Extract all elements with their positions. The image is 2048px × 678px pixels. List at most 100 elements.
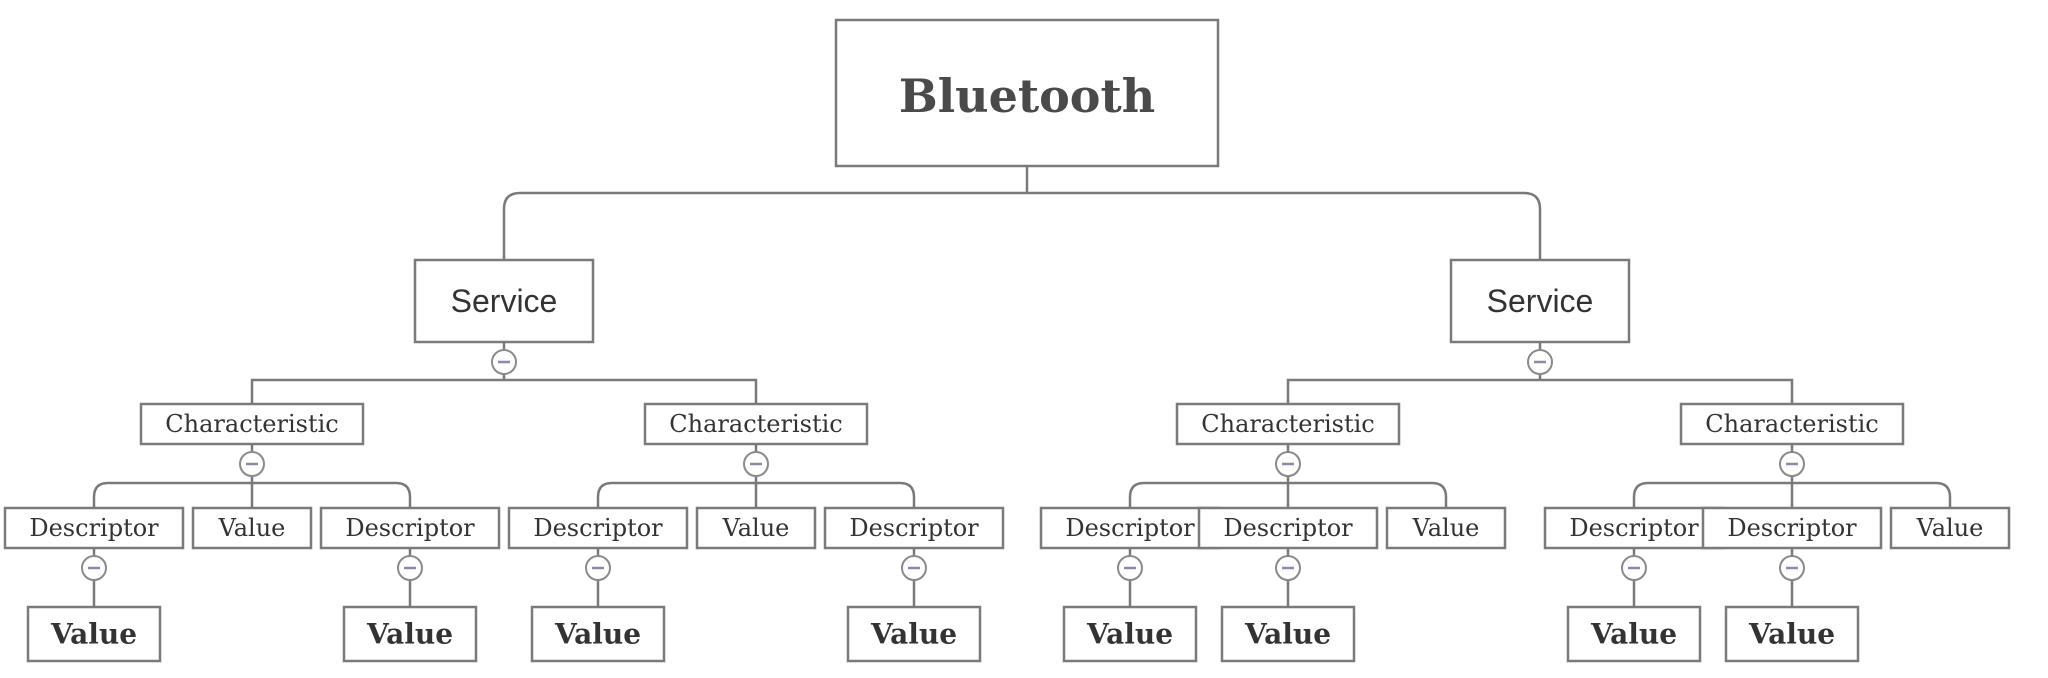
- collapse-toggles: [81, 349, 1805, 581]
- minus-circle-icon[interactable]: [491, 349, 517, 375]
- descriptor-node[interactable]: Descriptor: [823, 506, 1005, 550]
- descriptor-node[interactable]: Descriptor: [1543, 506, 1725, 550]
- characteristic-node[interactable]: Characteristic: [1679, 402, 1905, 446]
- descriptor-value-node[interactable]: Value: [846, 605, 982, 663]
- diagram-nodes: Bluetooth ServiceCharacteristicDescripto…: [3, 18, 2011, 663]
- descriptor-value-node[interactable]: Value: [530, 605, 666, 663]
- value-node-box: [1385, 506, 1507, 550]
- descriptor-value-node-label: Value: [1244, 618, 1331, 651]
- minus-circle-icon[interactable]: [743, 451, 769, 477]
- value-node-box: [1889, 506, 2011, 550]
- descriptor-value-node-box: [1566, 605, 1702, 663]
- descriptor-node-label: Descriptor: [1065, 514, 1195, 542]
- descriptor-value-node-label: Value: [1748, 618, 1835, 651]
- characteristic-node-label: Characteristic: [1705, 410, 1878, 438]
- descriptor-value-node-label: Value: [554, 618, 641, 651]
- root-node[interactable]: Bluetooth: [834, 18, 1220, 168]
- characteristic-to-children-connector: [92, 481, 412, 508]
- descriptor-node-label: Descriptor: [29, 514, 159, 542]
- descriptor-node-label: Descriptor: [533, 514, 663, 542]
- descriptor-value-node[interactable]: Value: [1566, 605, 1702, 663]
- root-node-box: [834, 18, 1220, 168]
- descriptor-node[interactable]: Descriptor: [1197, 506, 1379, 550]
- characteristic-node[interactable]: Characteristic: [643, 402, 869, 446]
- characteristic-node-box: [139, 402, 365, 446]
- minus-circle-icon[interactable]: [239, 451, 265, 477]
- descriptor-value-node-box: [26, 605, 162, 663]
- descriptor-node[interactable]: Descriptor: [1039, 506, 1221, 550]
- minus-circle-icon[interactable]: [81, 555, 107, 581]
- service-node-box: [413, 258, 595, 344]
- descriptor-node-box: [507, 506, 689, 550]
- characteristic-node-box: [1679, 402, 1905, 446]
- descriptor-node[interactable]: Descriptor: [507, 506, 689, 550]
- value-node-label: Value: [218, 514, 286, 542]
- characteristic-node[interactable]: Characteristic: [139, 402, 365, 446]
- descriptor-node[interactable]: Descriptor: [319, 506, 501, 550]
- descriptor-value-node[interactable]: Value: [1220, 605, 1356, 663]
- service-node-label: Service: [1487, 283, 1594, 319]
- minus-circle-icon[interactable]: [1621, 555, 1647, 581]
- service-node-label: Service: [451, 283, 558, 319]
- characteristic-node-box: [643, 402, 869, 446]
- descriptor-value-node-box: [846, 605, 982, 663]
- descriptor-node-label: Descriptor: [345, 514, 475, 542]
- descriptor-value-node[interactable]: Value: [1062, 605, 1198, 663]
- value-node[interactable]: Value: [695, 506, 817, 550]
- descriptor-node-box: [1701, 506, 1883, 550]
- descriptor-value-node[interactable]: Value: [1724, 605, 1860, 663]
- minus-circle-icon[interactable]: [1275, 555, 1301, 581]
- characteristic-node-label: Characteristic: [669, 410, 842, 438]
- descriptor-node-box: [1543, 506, 1725, 550]
- descriptor-node[interactable]: Descriptor: [3, 506, 185, 550]
- value-node[interactable]: Value: [1889, 506, 2011, 550]
- characteristic-node-box: [1175, 402, 1401, 446]
- descriptor-node-box: [1197, 506, 1379, 550]
- service-node[interactable]: Service: [1449, 258, 1631, 344]
- descriptor-value-node-label: Value: [50, 618, 137, 651]
- service-node-box: [1449, 258, 1631, 344]
- characteristic-to-children-connector: [596, 481, 916, 508]
- value-node-label: Value: [1412, 514, 1480, 542]
- minus-circle-icon[interactable]: [1275, 451, 1301, 477]
- descriptor-node-box: [319, 506, 501, 550]
- service-to-characteristics-connector: [250, 378, 758, 404]
- minus-circle-icon[interactable]: [1779, 555, 1805, 581]
- descriptor-node-box: [823, 506, 1005, 550]
- descriptor-value-node[interactable]: Value: [26, 605, 162, 663]
- root-node-label: Bluetooth: [899, 69, 1155, 123]
- value-node[interactable]: Value: [1385, 506, 1507, 550]
- value-node-box: [695, 506, 817, 550]
- descriptor-node-label: Descriptor: [849, 514, 979, 542]
- characteristic-to-children-connector: [1128, 481, 1448, 508]
- minus-circle-icon[interactable]: [585, 555, 611, 581]
- service-node[interactable]: Service: [413, 258, 595, 344]
- minus-circle-icon[interactable]: [1117, 555, 1143, 581]
- value-node-label: Value: [722, 514, 790, 542]
- descriptor-value-node[interactable]: Value: [342, 605, 478, 663]
- descriptor-value-node-label: Value: [1086, 618, 1173, 651]
- descriptor-value-node-box: [1220, 605, 1356, 663]
- service-to-characteristics-connector: [1286, 378, 1794, 404]
- value-node[interactable]: Value: [191, 506, 313, 550]
- descriptor-node[interactable]: Descriptor: [1701, 506, 1883, 550]
- descriptor-value-node-box: [342, 605, 478, 663]
- descriptor-node-label: Descriptor: [1727, 514, 1857, 542]
- characteristic-node-label: Characteristic: [1201, 410, 1374, 438]
- minus-circle-icon[interactable]: [1527, 349, 1553, 375]
- characteristic-to-children-connector: [1632, 481, 1952, 508]
- descriptor-value-node-label: Value: [870, 618, 957, 651]
- characteristic-node[interactable]: Characteristic: [1175, 402, 1401, 446]
- minus-circle-icon[interactable]: [397, 555, 423, 581]
- value-node-box: [191, 506, 313, 550]
- descriptor-node-label: Descriptor: [1569, 514, 1699, 542]
- descriptor-value-node-label: Value: [1590, 618, 1677, 651]
- descriptor-value-node-box: [530, 605, 666, 663]
- descriptor-value-node-label: Value: [366, 618, 453, 651]
- descriptor-value-node-box: [1724, 605, 1860, 663]
- root-to-services-connector: [502, 191, 1542, 260]
- descriptor-node-box: [3, 506, 185, 550]
- minus-circle-icon[interactable]: [1779, 451, 1805, 477]
- minus-circle-icon[interactable]: [901, 555, 927, 581]
